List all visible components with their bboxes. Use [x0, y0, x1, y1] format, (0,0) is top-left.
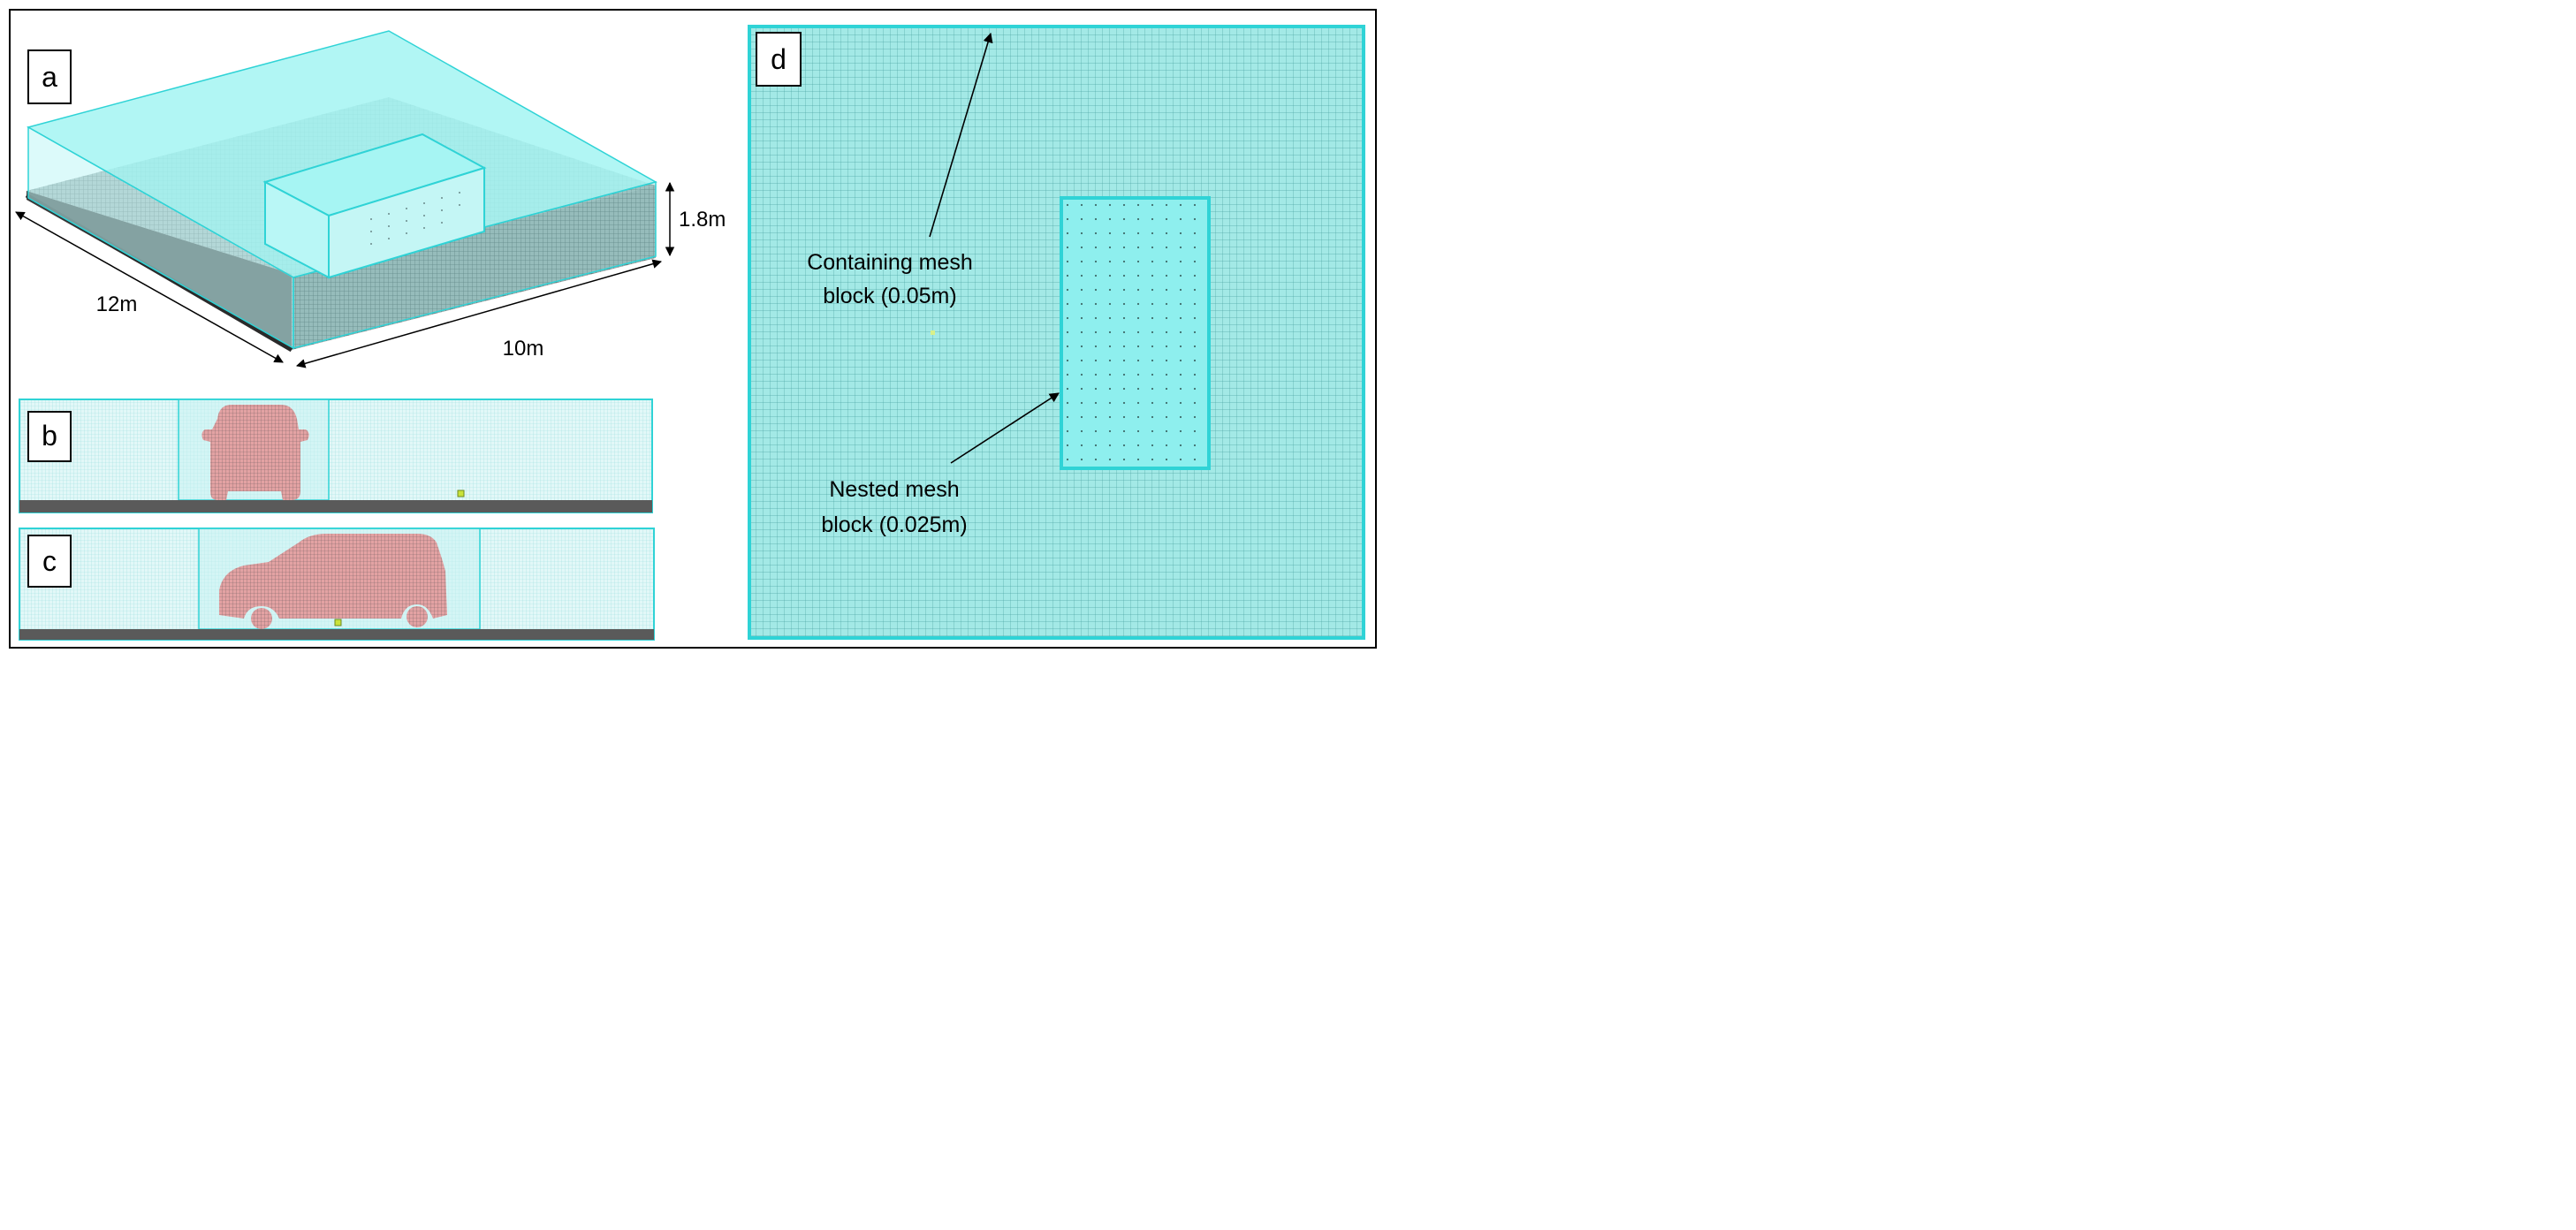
- panel-d-label-box: [756, 32, 802, 87]
- panel-d: Containing mesh block (0.05m) Nested mes…: [748, 25, 1365, 640]
- containing-mesh-label-line1: Containing mesh: [807, 250, 973, 275]
- figure-border: [9, 9, 1377, 649]
- mesh-setup-figure: a 12m 10m 1.8m b c: [9, 9, 1377, 649]
- nested-mesh-block: [1060, 196, 1211, 470]
- panel-d-label: d: [771, 43, 786, 75]
- dim-width-arrow: [295, 259, 663, 368]
- dim-length-label: 12m: [96, 292, 138, 316]
- panel-c: c: [19, 528, 655, 641]
- vehicle-front-view: [201, 405, 309, 500]
- panel-b-label-box: [27, 411, 72, 462]
- panel-c-label: c: [42, 545, 57, 577]
- probe-marker-c: [334, 619, 342, 626]
- panel-c-label-box: [27, 535, 72, 588]
- panel-a-label: a: [42, 61, 57, 93]
- panel-b-domain: [19, 399, 653, 513]
- probe-marker-d: [931, 330, 935, 335]
- probe-marker: [457, 490, 465, 497]
- panel-b: b: [19, 399, 653, 513]
- nested-mesh-arrow: [950, 392, 1060, 464]
- containing-mesh-arrow: [929, 32, 993, 238]
- nested-block-right: [328, 166, 485, 279]
- panel-a: a 12m 10m 1.8m: [15, 30, 726, 368]
- dim-height-label: 1.8m: [679, 208, 726, 232]
- vehicle-side-view: [219, 534, 447, 619]
- panel-a-label-box: [27, 49, 72, 104]
- dim-width-label: 10m: [503, 337, 544, 361]
- nested-mesh-label-line1: Nested mesh: [829, 477, 959, 502]
- panel-b-ground: [19, 500, 652, 512]
- vehicle-wheel-front: [407, 606, 428, 627]
- containing-mesh-block: [748, 25, 1365, 640]
- vehicle-wheel-rear: [251, 608, 272, 629]
- panel-c-ground: [19, 629, 654, 640]
- dim-length-arrow: [15, 211, 284, 363]
- panel-b-label: b: [42, 420, 57, 452]
- nested-mesh-label-line2: block (0.025m): [821, 512, 967, 537]
- containing-mesh-label-line2: block (0.05m): [823, 284, 956, 308]
